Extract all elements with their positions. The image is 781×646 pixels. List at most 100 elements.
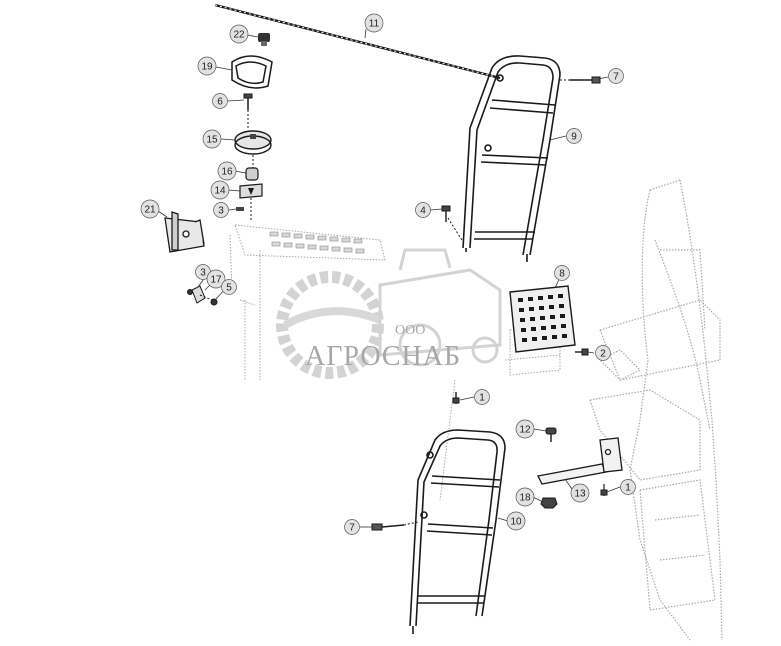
- lower-pin-part: [371, 521, 419, 531]
- callout-c1b: 1: [620, 479, 636, 495]
- callout-bubble: [217, 161, 237, 181]
- bolt-12-part: [545, 427, 557, 442]
- callout-bubble: [515, 419, 535, 439]
- callout-bubble: [197, 56, 217, 76]
- platform-grate: [269, 231, 365, 254]
- callout-bubble: [140, 199, 160, 219]
- washer-part: [236, 207, 244, 211]
- callout-c17: 17: [206, 269, 226, 289]
- callout-bubble: [221, 279, 237, 295]
- callout-bubble: [210, 180, 230, 200]
- callout-bubble: [229, 24, 249, 44]
- callout-c12: 12: [515, 419, 535, 439]
- bushing-part: [245, 167, 259, 181]
- callout-c16: 16: [217, 161, 237, 181]
- callout-label: 17: [210, 275, 222, 286]
- callout-label: 4: [420, 206, 426, 217]
- clamp-part: [239, 183, 263, 222]
- support-arm-part: [537, 437, 623, 485]
- callout-c11: 11: [364, 13, 384, 33]
- callout-label: 21: [144, 205, 156, 216]
- callout-label: 7: [349, 523, 355, 534]
- callout-label: 1: [625, 483, 631, 494]
- upper-pin-part: [560, 76, 601, 84]
- callout-label: 3: [218, 206, 224, 217]
- knob-part: [258, 33, 270, 46]
- machine-frame: [589, 179, 723, 641]
- bracket-ring-part: [231, 55, 273, 89]
- callout-bubble: [474, 389, 490, 405]
- callout-bubble: [595, 345, 611, 361]
- callout-label: 18: [519, 493, 531, 504]
- callout-label: 13: [574, 489, 586, 500]
- callout-label: 22: [233, 30, 245, 41]
- callout-bubble: [206, 269, 226, 289]
- callout-bubble: [620, 479, 636, 495]
- callout-label: 7: [613, 72, 619, 83]
- callout-bubble: [608, 68, 624, 84]
- lower-ladder-part: [409, 429, 506, 634]
- callout-bubble: [506, 511, 526, 531]
- callout-c7b: 7: [344, 519, 360, 535]
- callout-label: 5: [226, 283, 232, 294]
- callout-bubble: [364, 13, 384, 33]
- callout-label: 6: [217, 97, 223, 108]
- bolt-4-part: [441, 205, 451, 222]
- callout-label: 16: [221, 167, 233, 178]
- callout-c18: 18: [515, 487, 535, 507]
- callout-c1a: 1: [474, 389, 490, 405]
- watermark-brand-text: АГРОСНАБ: [305, 341, 461, 372]
- callout-c10: 10: [506, 511, 526, 531]
- callout-bubble: [570, 483, 590, 503]
- mounting-bracket-part: [164, 211, 205, 253]
- callout-label: 19: [201, 62, 213, 73]
- callout-label: 14: [214, 186, 226, 197]
- callout-c7a: 7: [608, 68, 624, 84]
- callout-bubble: [554, 265, 570, 281]
- bolt-2-part: [575, 348, 589, 356]
- upper-ladder-part: [447, 55, 561, 262]
- bolt-part: [243, 93, 253, 128]
- callout-bubble: [213, 202, 229, 218]
- cable-part: [214, 3, 501, 80]
- callout-bubble: [515, 487, 535, 507]
- callout-c15: 15: [202, 129, 222, 149]
- callout-label: 10: [510, 517, 522, 528]
- callout-c21: 21: [140, 199, 160, 219]
- disc-part: [234, 130, 272, 168]
- callout-label: 3: [200, 268, 206, 279]
- callout-bubble: [202, 129, 222, 149]
- callout-c6: 6: [212, 93, 228, 109]
- callout-c13: 13: [570, 483, 590, 503]
- nut-18-part: [540, 497, 558, 509]
- callout-c5: 5: [221, 279, 237, 295]
- callout-label: 2: [600, 349, 606, 360]
- callout-bubble: [344, 519, 360, 535]
- callout-bubble: [415, 202, 431, 218]
- callout-label: 15: [206, 135, 218, 146]
- callout-c19: 19: [197, 56, 217, 76]
- step-panel-part: [509, 285, 576, 353]
- bolt-1-lower-part: [600, 484, 608, 496]
- callout-label: 8: [559, 269, 565, 280]
- callout-label: 12: [519, 425, 531, 436]
- callout-c3a: 3: [213, 202, 229, 218]
- callout-c9: 9: [566, 128, 582, 144]
- callout-c14: 14: [210, 180, 230, 200]
- callout-bubble: [566, 128, 582, 144]
- bolt-1-upper-part: [452, 392, 460, 404]
- fastener-cluster-part: [187, 285, 218, 306]
- callout-bubble: [212, 93, 228, 109]
- watermark: ООО АГРОСНАБ: [276, 248, 502, 379]
- callout-c22: 22: [229, 24, 249, 44]
- callout-label: 1: [479, 393, 485, 404]
- callout-c4: 4: [415, 202, 431, 218]
- callout-label: 9: [571, 132, 577, 143]
- callout-c2: 2: [595, 345, 611, 361]
- callout-label: 11: [369, 19, 380, 30]
- watermark-small-text: ООО: [395, 323, 425, 338]
- callout-c8: 8: [554, 265, 570, 281]
